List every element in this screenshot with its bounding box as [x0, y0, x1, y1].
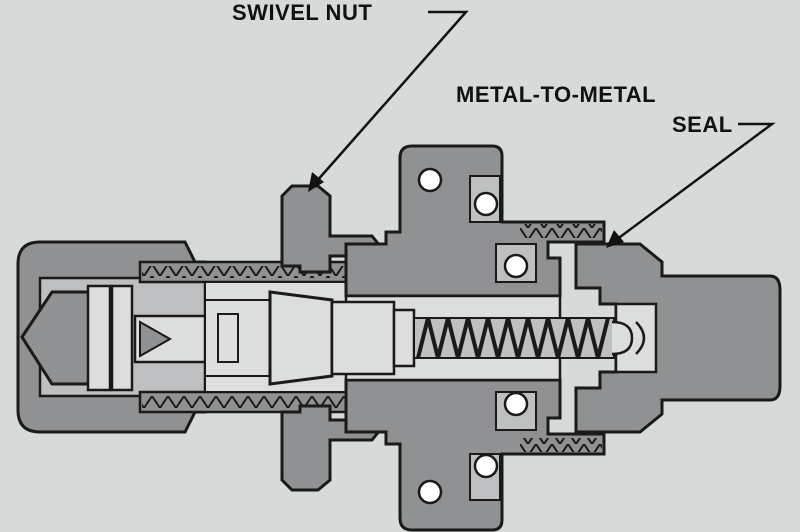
bearing-ball — [417, 479, 443, 505]
tapered-sleeve — [268, 290, 416, 386]
bearing-ball — [473, 453, 499, 479]
fitting-body-lower — [344, 378, 606, 532]
seal-label-line2: SEAL — [672, 112, 733, 137]
right-coupling — [574, 242, 782, 434]
left-body — [16, 240, 207, 434]
bearing-ball — [503, 253, 529, 279]
swivel-nut-callout: SWIVEL NUT — [232, 0, 469, 192]
seal-callout: METAL-TO-METAL SEAL — [456, 82, 776, 248]
bearing-ball — [503, 391, 529, 417]
bearing-ball — [473, 191, 499, 217]
swivel-nut-label: SWIVEL NUT — [232, 0, 372, 25]
seal-label-line1: METAL-TO-METAL — [456, 82, 656, 107]
spring — [413, 317, 615, 359]
bearing-ball — [417, 167, 443, 193]
